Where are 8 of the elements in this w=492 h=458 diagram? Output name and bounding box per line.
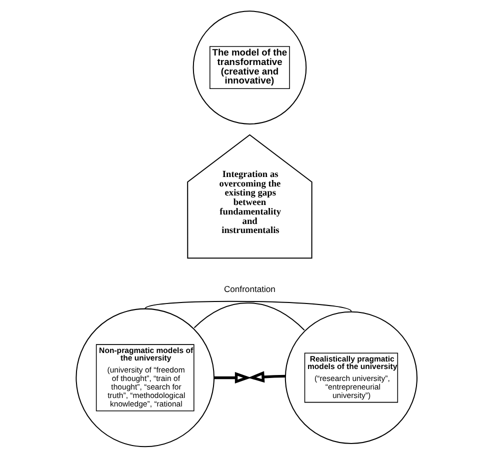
node-circle: The model of the transformative (creative and innovative) xyxy=(192,10,306,124)
arrow xyxy=(214,372,251,384)
node-circle: Realistically pragmatic models of the university (“research university”, “entrepreneurial university”) xyxy=(284,311,417,444)
node-circle: Non-pragmatic models of the university (university of “freedom of thought”, “train of thought”, “search for truth”, “methodological knowledge”, “rational xyxy=(75,308,214,448)
label: Confrontation xyxy=(223,284,275,294)
connector xyxy=(193,302,304,330)
arrow xyxy=(247,371,285,383)
connector xyxy=(144,300,351,312)
